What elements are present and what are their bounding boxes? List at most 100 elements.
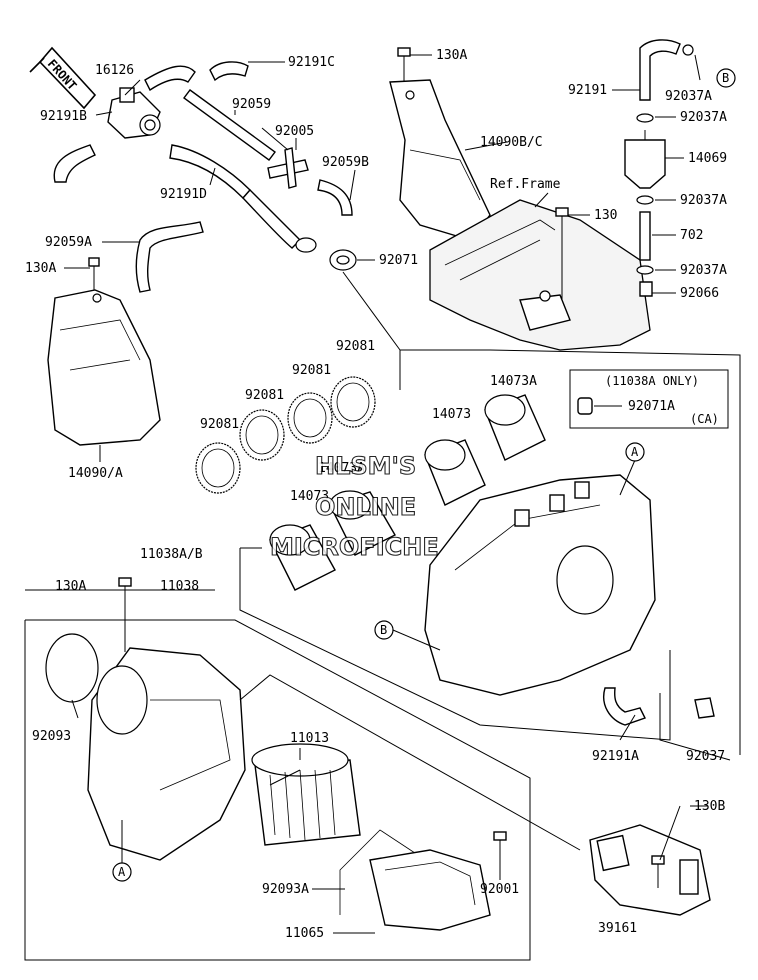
label-130b: 130B [694,799,725,814]
air-filter-element-11013 [251,743,361,846]
label-92093a: 92093A [262,882,309,897]
label-130a-left: 130A [25,261,56,276]
watermark: HLSM'S ONLINE MICROFICHE [269,451,439,561]
svg-text:B: B [722,71,729,85]
duct-14073a-1 [484,394,546,461]
cover-14090a [47,289,161,446]
bolt-130a-top [397,47,411,82]
label-11038: 11038 [160,579,199,594]
label-92037a-2: 92037A [680,110,727,125]
callout-b-box: B [374,620,394,640]
callout-a-box: A [625,442,645,462]
label-92191d: 92191D [160,187,207,202]
label-14073a-1: 14073A [490,374,537,389]
air-cleaner-case-11038 [87,647,246,861]
hose-92059a [135,221,204,293]
label-92191c: 92191C [288,55,335,70]
bolt-130b [651,855,665,888]
label-92066: 92066 [680,286,719,301]
label-92081-3: 92081 [292,363,331,378]
label-92081-4: 92081 [336,339,375,354]
label-14069: 14069 [688,151,727,166]
label-130a-top: 130A [436,48,467,63]
hose-92191c [144,61,249,92]
duct-14073-1 [424,439,486,506]
label-130-frame: 130 [594,208,617,223]
clamp-ring-92081-4 [330,376,376,428]
leader-lines [24,54,741,961]
hose-92059 [183,89,276,161]
watermark-line-2: ONLINE [315,493,416,521]
inlet-duct-39161 [589,824,711,916]
svg-text:A: A [118,865,126,879]
label-92191: 92191 [568,83,607,98]
label-92037a-4: 92037A [680,263,727,278]
joint-92005 [267,147,309,189]
label-11065: 11065 [285,926,324,941]
label-14090bc: 14090B/C [480,135,543,150]
label-702: 702 [680,228,703,243]
label-92081-2: 92081 [245,388,284,403]
callout-a-bottom: A [112,862,132,882]
watermark-line-1: HLSM'S [315,452,416,480]
label-ref-frame: Ref.Frame [490,177,561,192]
label-39161: 39161 [598,921,637,936]
clamp-ring-92081-1 [195,442,241,494]
bolt-130-frame [555,207,569,300]
front-arrow-icon: FRONT [29,46,97,110]
label-11013: 11013 [290,731,329,746]
clamp-ring-92081-2 [239,409,285,461]
inset-box-ca [569,369,729,429]
plug-92066 [639,281,653,297]
label-14073-1: 14073 [432,407,471,422]
hose-92191a [603,687,646,726]
label-92037a-1: 92037A [665,89,712,104]
grommet-92071a [577,397,593,415]
label-92001: 92001 [480,882,519,897]
hose-92191d [169,144,317,253]
label-16126: 16126 [95,63,134,78]
valve-assembly-16126 [107,87,161,139]
label-92005: 92005 [275,124,314,139]
label-92071: 92071 [379,253,418,268]
label-92037: 92037 [686,749,725,764]
clamp-92037a-2 [636,113,654,123]
label-92191b: 92191B [40,109,87,124]
label-92059b: 92059B [322,155,369,170]
filter-14069 [624,130,666,189]
label-92059a: 92059A [45,235,92,250]
label-14090a: 14090/A [68,466,123,481]
bolt-130a-left [88,257,100,290]
air-cleaner-case-11038ab [424,474,656,696]
clamp-ring-92081-3 [287,392,333,444]
clip-92037 [694,697,715,719]
gasket-92093 [45,633,99,703]
hose-92059b [317,179,353,216]
label-only-note: (11038A ONLY) [605,374,699,388]
label-92037a-3: 92037A [680,193,727,208]
label-92081-1: 92081 [200,417,239,432]
label-92059: 92059 [232,97,271,112]
bracket-14090bc [389,79,491,241]
svg-text:B: B [380,623,387,637]
cover-11065 [369,849,491,931]
clamp-92037a-3 [636,195,654,205]
hose-92191b [53,144,96,183]
label-130a-mid: 130A [55,579,86,594]
label-ca-note: (CA) [690,412,719,426]
clamp-92037a-1 [682,44,694,56]
label-14073-2: 14073 [290,489,329,504]
duct-14073-2 [269,524,336,591]
clamp-92037a-4 [636,265,654,275]
watermark-line-3: MICROFICHE [270,533,439,561]
grommet-92071 [329,249,357,271]
label-92093: 92093 [32,729,71,744]
hose-92191 [639,39,681,101]
label-92191a: 92191A [592,749,639,764]
duct-14073a-2 [329,490,396,556]
label-11038ab: 11038A/B [140,547,203,562]
svg-text:A: A [631,445,639,459]
label-92071a: 92071A [628,399,675,414]
bolt-130a-mid [118,577,132,652]
